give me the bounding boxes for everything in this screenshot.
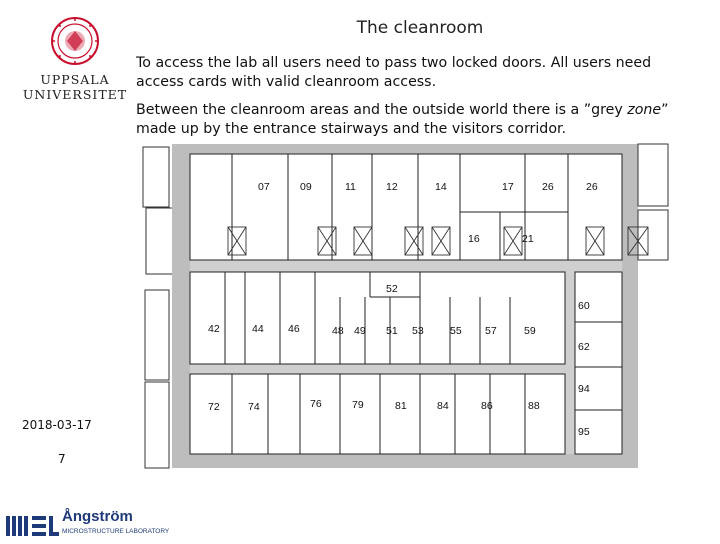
brand-name: Ångström [62,508,133,525]
brand-subtitle: MICROSTRUCTURE LABORATORY [62,528,170,535]
msl-logo-icon [6,516,59,536]
room-label-07: 07 [258,181,270,193]
room-label-53: 53 [412,325,424,337]
room-label-84: 84 [437,400,449,412]
floorplan-drawing: 07 09 11 12 14 17 26 26 16 21 52 42 44 4… [142,143,669,469]
room-label-76: 76 [310,398,322,410]
upper-corridor [190,260,622,272]
room-label-26b: 26 [586,181,598,193]
paragraph-access: To access the lab all users need to pass… [136,55,652,90]
right-corridor [565,272,575,454]
room-label-55: 55 [450,325,462,337]
room-label-16: 16 [468,233,480,245]
room-label-86: 86 [481,400,493,412]
room-label-12: 12 [386,181,398,193]
university-seal-icon [51,17,99,65]
room-label-59: 59 [524,325,536,337]
room-label-11: 11 [345,181,356,193]
page-number: 7 [58,452,66,466]
room-label-72: 72 [208,401,220,413]
room-label-88: 88 [528,400,540,412]
logo-line-2: UNIVERSITET [22,87,128,102]
room-label-26a: 26 [542,181,554,193]
room-label-48: 48 [332,325,344,337]
cleanroom-floorplan: 07 09 11 12 14 17 26 26 16 21 52 42 44 4… [140,142,672,472]
room-label-57: 57 [485,325,497,337]
room-label-46: 46 [288,323,300,335]
room-label-79: 79 [352,399,364,411]
room-label-95: 95 [578,426,590,438]
uppsala-logo: UPPSALA UNIVERSITET [20,16,130,106]
paragraph-grey-zone-emphasis: zone [627,102,662,118]
lower-corridor [190,364,565,374]
room-label-81: 81 [395,400,407,412]
slide-date: 2018-03-17 [22,418,92,432]
paragraph-grey-zone-suffix: ” made up by the entrance stairways and … [136,102,669,137]
paragraph-grey-zone: Between the cleanroom areas and the outs… [136,101,696,139]
room-label-49: 49 [354,325,366,337]
room-label-51: 51 [386,325,398,337]
room-label-21: 21 [522,233,534,245]
slide-title: The cleanroom [356,18,484,38]
logo-line-1: UPPSALA [40,72,110,87]
room-label-14: 14 [435,181,447,193]
room-label-09: 09 [300,181,312,193]
room-label-74: 74 [248,401,260,413]
room-label-62: 62 [578,341,590,353]
room-label-17: 17 [502,181,514,193]
room-label-44: 44 [252,323,264,335]
room-label-52: 52 [386,283,398,295]
paragraph-grey-zone-prefix: Between the cleanroom areas and the outs… [136,102,628,118]
angstrom-lab-logo: Ångström MICROSTRUCTURE LABORATORY [4,508,169,540]
room-label-94: 94 [578,383,590,395]
room-label-60: 60 [578,300,590,312]
room-label-42: 42 [208,323,220,335]
